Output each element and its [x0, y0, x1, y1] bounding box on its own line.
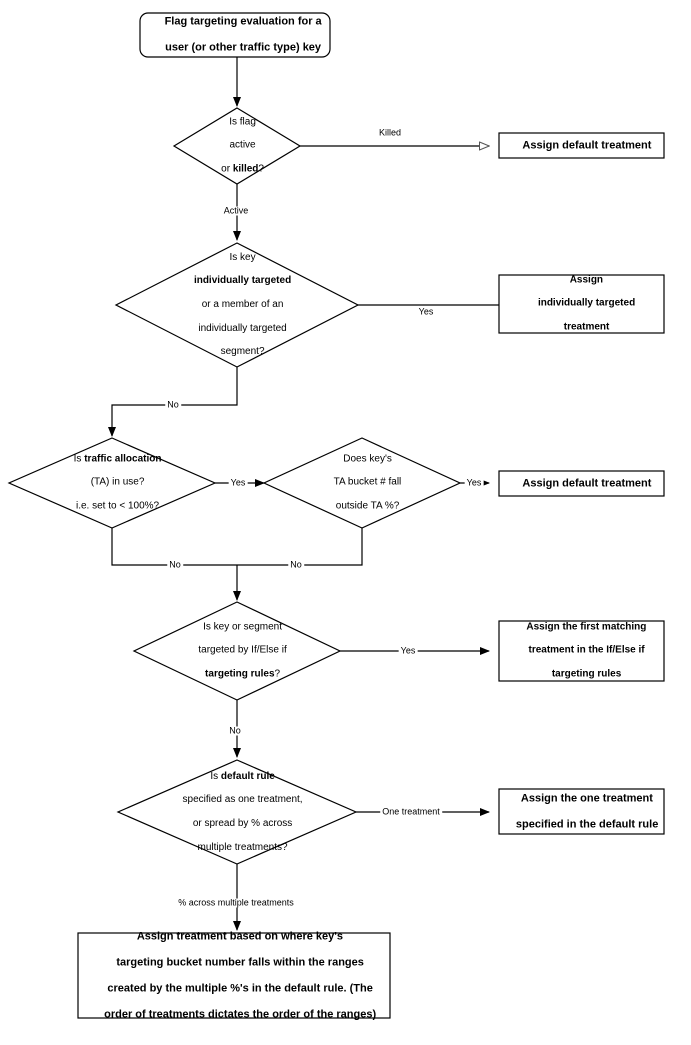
decision-ta-bucket-shape: [262, 437, 462, 529]
edge-traffic-allocation-no: [111, 528, 237, 566]
decision-individually-targeted-shape: [114, 242, 360, 368]
decision-traffic-allocation-shape: [7, 437, 217, 529]
edge-label-percent-across-multiple: % across multiple treatments: [176, 897, 296, 908]
start-node-shape: [139, 12, 331, 58]
edge-label-yes-individually-targeted: Yes: [416, 306, 436, 317]
edge-label-no-individually-targeted: No: [165, 399, 181, 410]
edge-label-yes-if-else-rules: Yes: [398, 645, 418, 656]
edge-label-killed: Killed: [376, 127, 404, 138]
decision-flag-state-shape: [172, 107, 302, 185]
edge-label-no-ta-bucket: No: [288, 559, 304, 570]
edge-label-yes-ta-bucket: Yes: [464, 477, 484, 488]
assign-one-treatment-shape: [498, 788, 665, 835]
edge-label-no-if-else-rules: No: [227, 725, 243, 736]
edge-ta-bucket-no: [237, 528, 363, 566]
edge-label-no-traffic-allocation: No: [167, 559, 183, 570]
edge-label-one-treatment: One treatment: [380, 806, 442, 817]
assign-default-ta-shape: [498, 470, 665, 497]
edge-label-active: Active: [221, 205, 251, 216]
edge-label-yes-traffic-allocation: Yes: [228, 477, 248, 488]
assign-individually-targeted-shape: [498, 274, 665, 334]
decision-if-else-rules-shape: [132, 601, 342, 701]
assign-default-killed-shape: [498, 132, 665, 159]
assign-first-matching-shape: [498, 620, 665, 682]
assign-bucket-ranges-shape: [77, 932, 391, 1019]
decision-default-rule-shape: [116, 759, 358, 865]
